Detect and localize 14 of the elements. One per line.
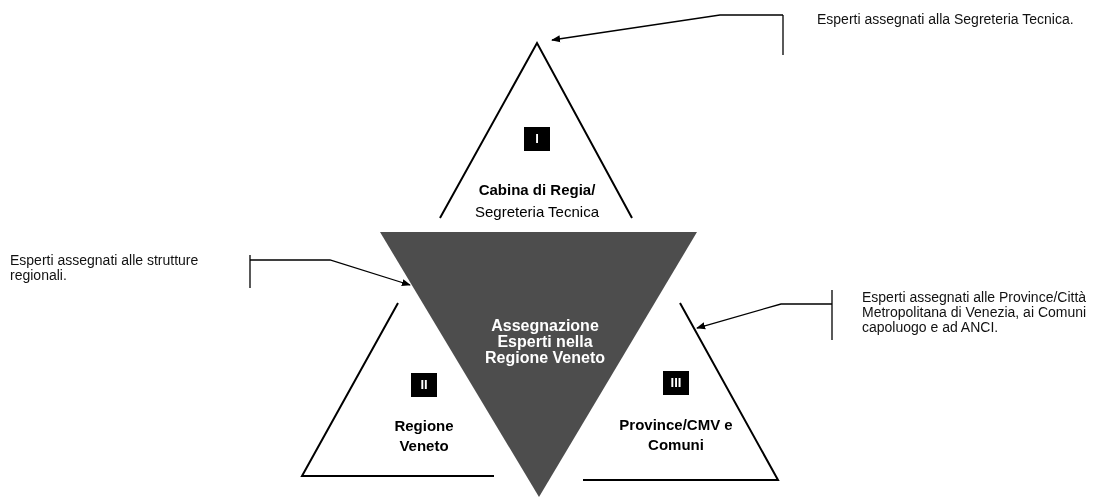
center-title: Assegnazione Esperti nella Regione Veneto <box>484 318 606 366</box>
annotation-text: Esperti assegnati alla Segreteria Tecnica. <box>817 12 1079 27</box>
leader-line <box>551 14 784 43</box>
triangle-outline <box>440 43 632 218</box>
leader-line <box>249 259 411 286</box>
annotation-text: Esperti assegnati alle strutture regionali. <box>10 253 242 283</box>
leader-line <box>696 303 833 330</box>
annotation-text: Esperti assegnati alle Province/Città Metropolitana di Venezia, ai Comuni capoluogo e ad ANCI. <box>862 290 1107 335</box>
triangle-label: Cabina di Regia/ Segreteria Tecnica <box>474 180 600 222</box>
triangle-label: Province/CMV e Comuni <box>618 415 734 455</box>
numeral-badge: I <box>524 127 550 151</box>
triangle-label: Regione Veneto <box>393 416 455 456</box>
numeral-badge: III <box>663 371 689 395</box>
numeral-badge: II <box>411 373 437 397</box>
